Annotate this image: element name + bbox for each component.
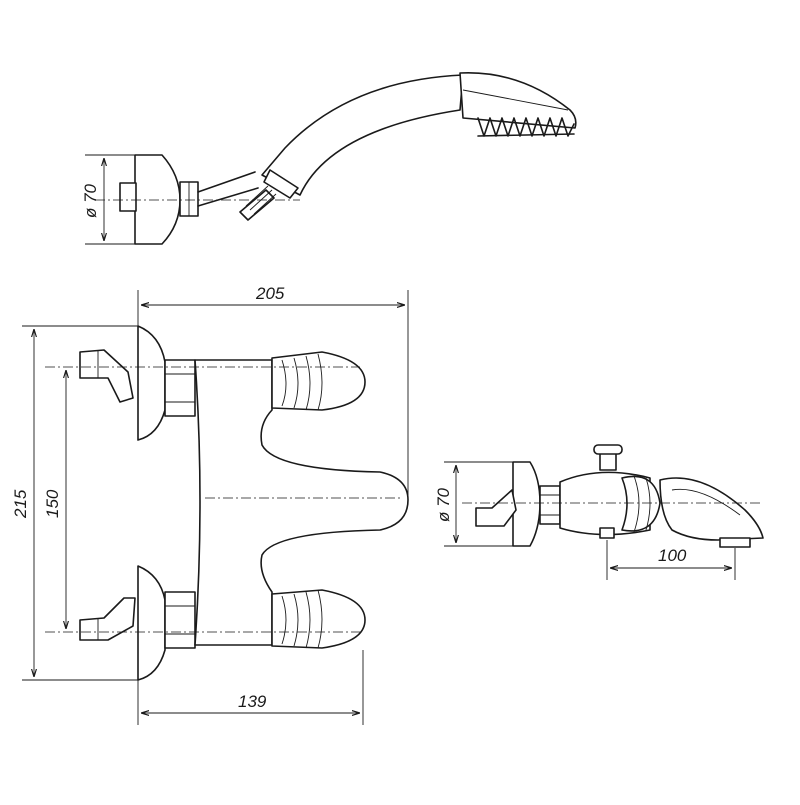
dim-shower-diameter: ø 70 [81, 183, 100, 218]
dim-handle-depth: 139 [238, 692, 267, 711]
dim-spout-diameter: ø 70 [434, 487, 453, 522]
mixer-side-view: ø 70 100 [434, 444, 764, 580]
shower-head-view: ø 70 [81, 71, 577, 245]
mixer-front-view: 205 215 150 139 [11, 284, 409, 725]
dim-spout-reach: 100 [658, 546, 687, 565]
dim-handle-spacing: 150 [43, 489, 62, 518]
dim-total-width: 205 [255, 284, 285, 303]
dim-total-height: 215 [11, 489, 30, 519]
